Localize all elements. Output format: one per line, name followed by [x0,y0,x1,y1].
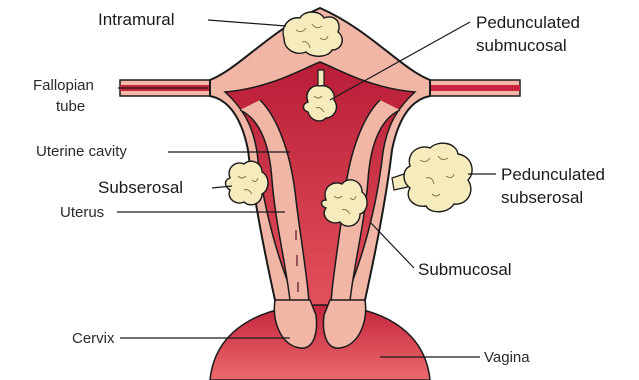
label-fallopian-tube-line2: tube [56,98,85,115]
fibroid-pedunculated-subserosal [392,143,472,212]
label-uterus: Uterus [60,204,104,221]
label-subserosal: Subserosal [98,178,183,198]
fibroid-intramural [283,12,342,56]
label-cervix: Cervix [72,330,115,347]
label-pedunculated-submucosal-line1: Pedunculated [476,13,580,33]
label-pedunculated-submucosal-line2: submucosal [476,36,567,56]
label-vagina: Vagina [484,349,530,366]
fibroid-subserosal [226,161,269,205]
label-fallopian-tube-line1: Fallopian [33,77,94,94]
label-pedunculated-subserosal-line1: Pedunculated [501,165,605,185]
label-submucosal: Submucosal [418,260,512,280]
label-pedunculated-subserosal-line2: subserosal [501,188,583,208]
vagina-shape [210,305,430,380]
label-uterine-cavity: Uterine cavity [36,143,127,160]
label-intramural: Intramural [98,10,175,30]
